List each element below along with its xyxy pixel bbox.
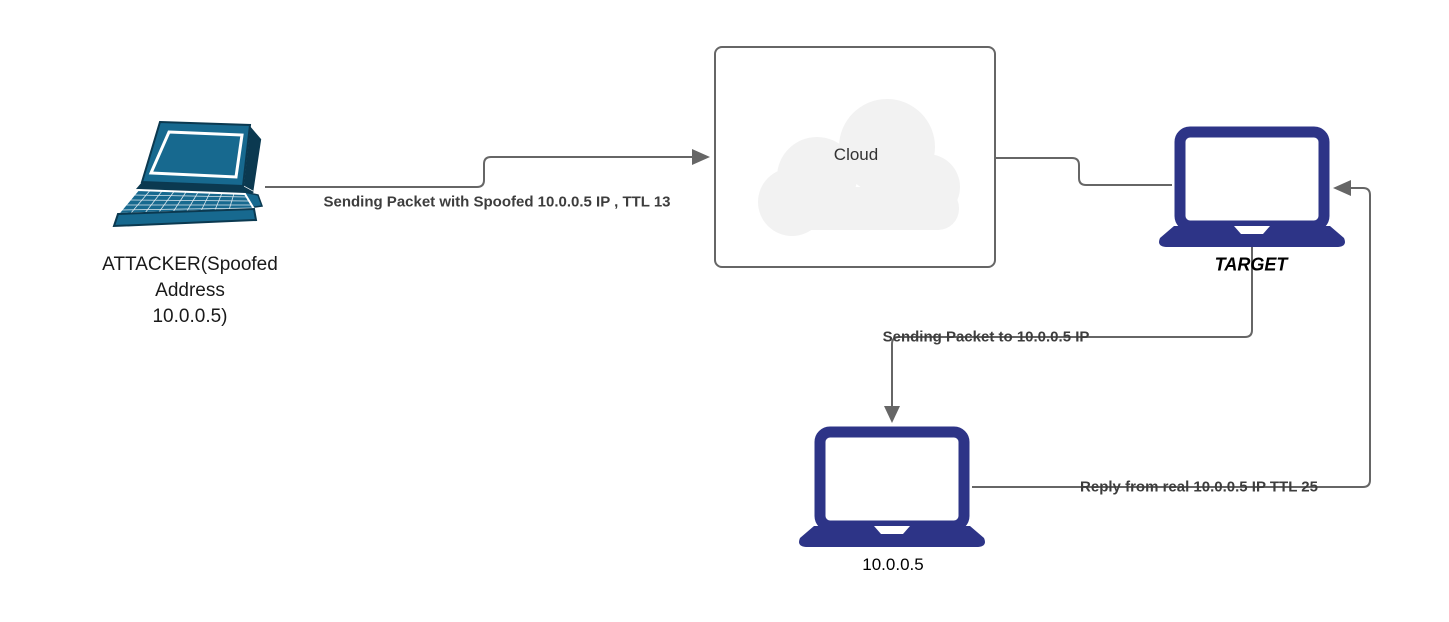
cloud-icon (758, 99, 960, 236)
attacker-node-label: ATTACKER(Spoofed Address 10.0.0.5) (102, 254, 278, 327)
edge-label-sending-packet: Sending Packet to 10.0.0.5 IP (882, 328, 1090, 346)
attacker-laptop-icon (112, 120, 264, 228)
real-host-laptop-icon (799, 426, 985, 547)
edge-attacker-to-cloud (265, 156, 694, 188)
cloud-node-label: Cloud (833, 145, 879, 164)
arrowhead-into-real-host-icon (884, 406, 900, 423)
cloud-box (714, 46, 996, 268)
target-node-label: TARGET (1214, 254, 1288, 275)
target-laptop-icon (1159, 126, 1345, 247)
arrowhead-into-cloud-icon (692, 149, 710, 165)
edge-target-to-real-host (891, 247, 1253, 406)
edge-cloud-to-target (996, 157, 1172, 186)
real-host-node-label: 10.0.0.5 (862, 555, 924, 574)
edge-label-spoofed-packet: Sending Packet with Spoofed 10.0.0.5 IP … (323, 193, 671, 211)
edge-label-reply-packet: Reply from real 10.0.0.5 IP TTL 25 (1080, 478, 1318, 496)
